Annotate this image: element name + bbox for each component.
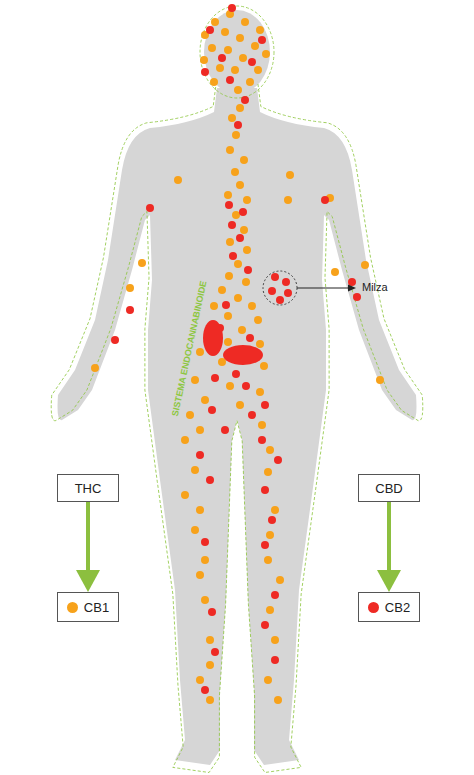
cb1-dots xyxy=(91,10,384,704)
label-box: CB2 xyxy=(358,592,420,622)
box-text: THC xyxy=(75,481,102,496)
box-text: CBD xyxy=(375,481,402,496)
box-text: CB1 xyxy=(84,600,109,615)
arrow-connector xyxy=(76,502,100,592)
body-silhouette xyxy=(51,6,423,773)
receptor-dot xyxy=(67,602,78,613)
callout-label: Milza xyxy=(362,281,388,293)
label-box: CBD xyxy=(358,474,420,502)
receptor-dot xyxy=(368,602,379,613)
cb2-dots xyxy=(111,4,361,694)
spleen-callout xyxy=(263,271,356,305)
arrow-connector xyxy=(377,502,401,592)
box-text: CB2 xyxy=(385,600,410,615)
label-box: CB1 xyxy=(57,592,119,622)
label-box: THC xyxy=(57,474,119,502)
